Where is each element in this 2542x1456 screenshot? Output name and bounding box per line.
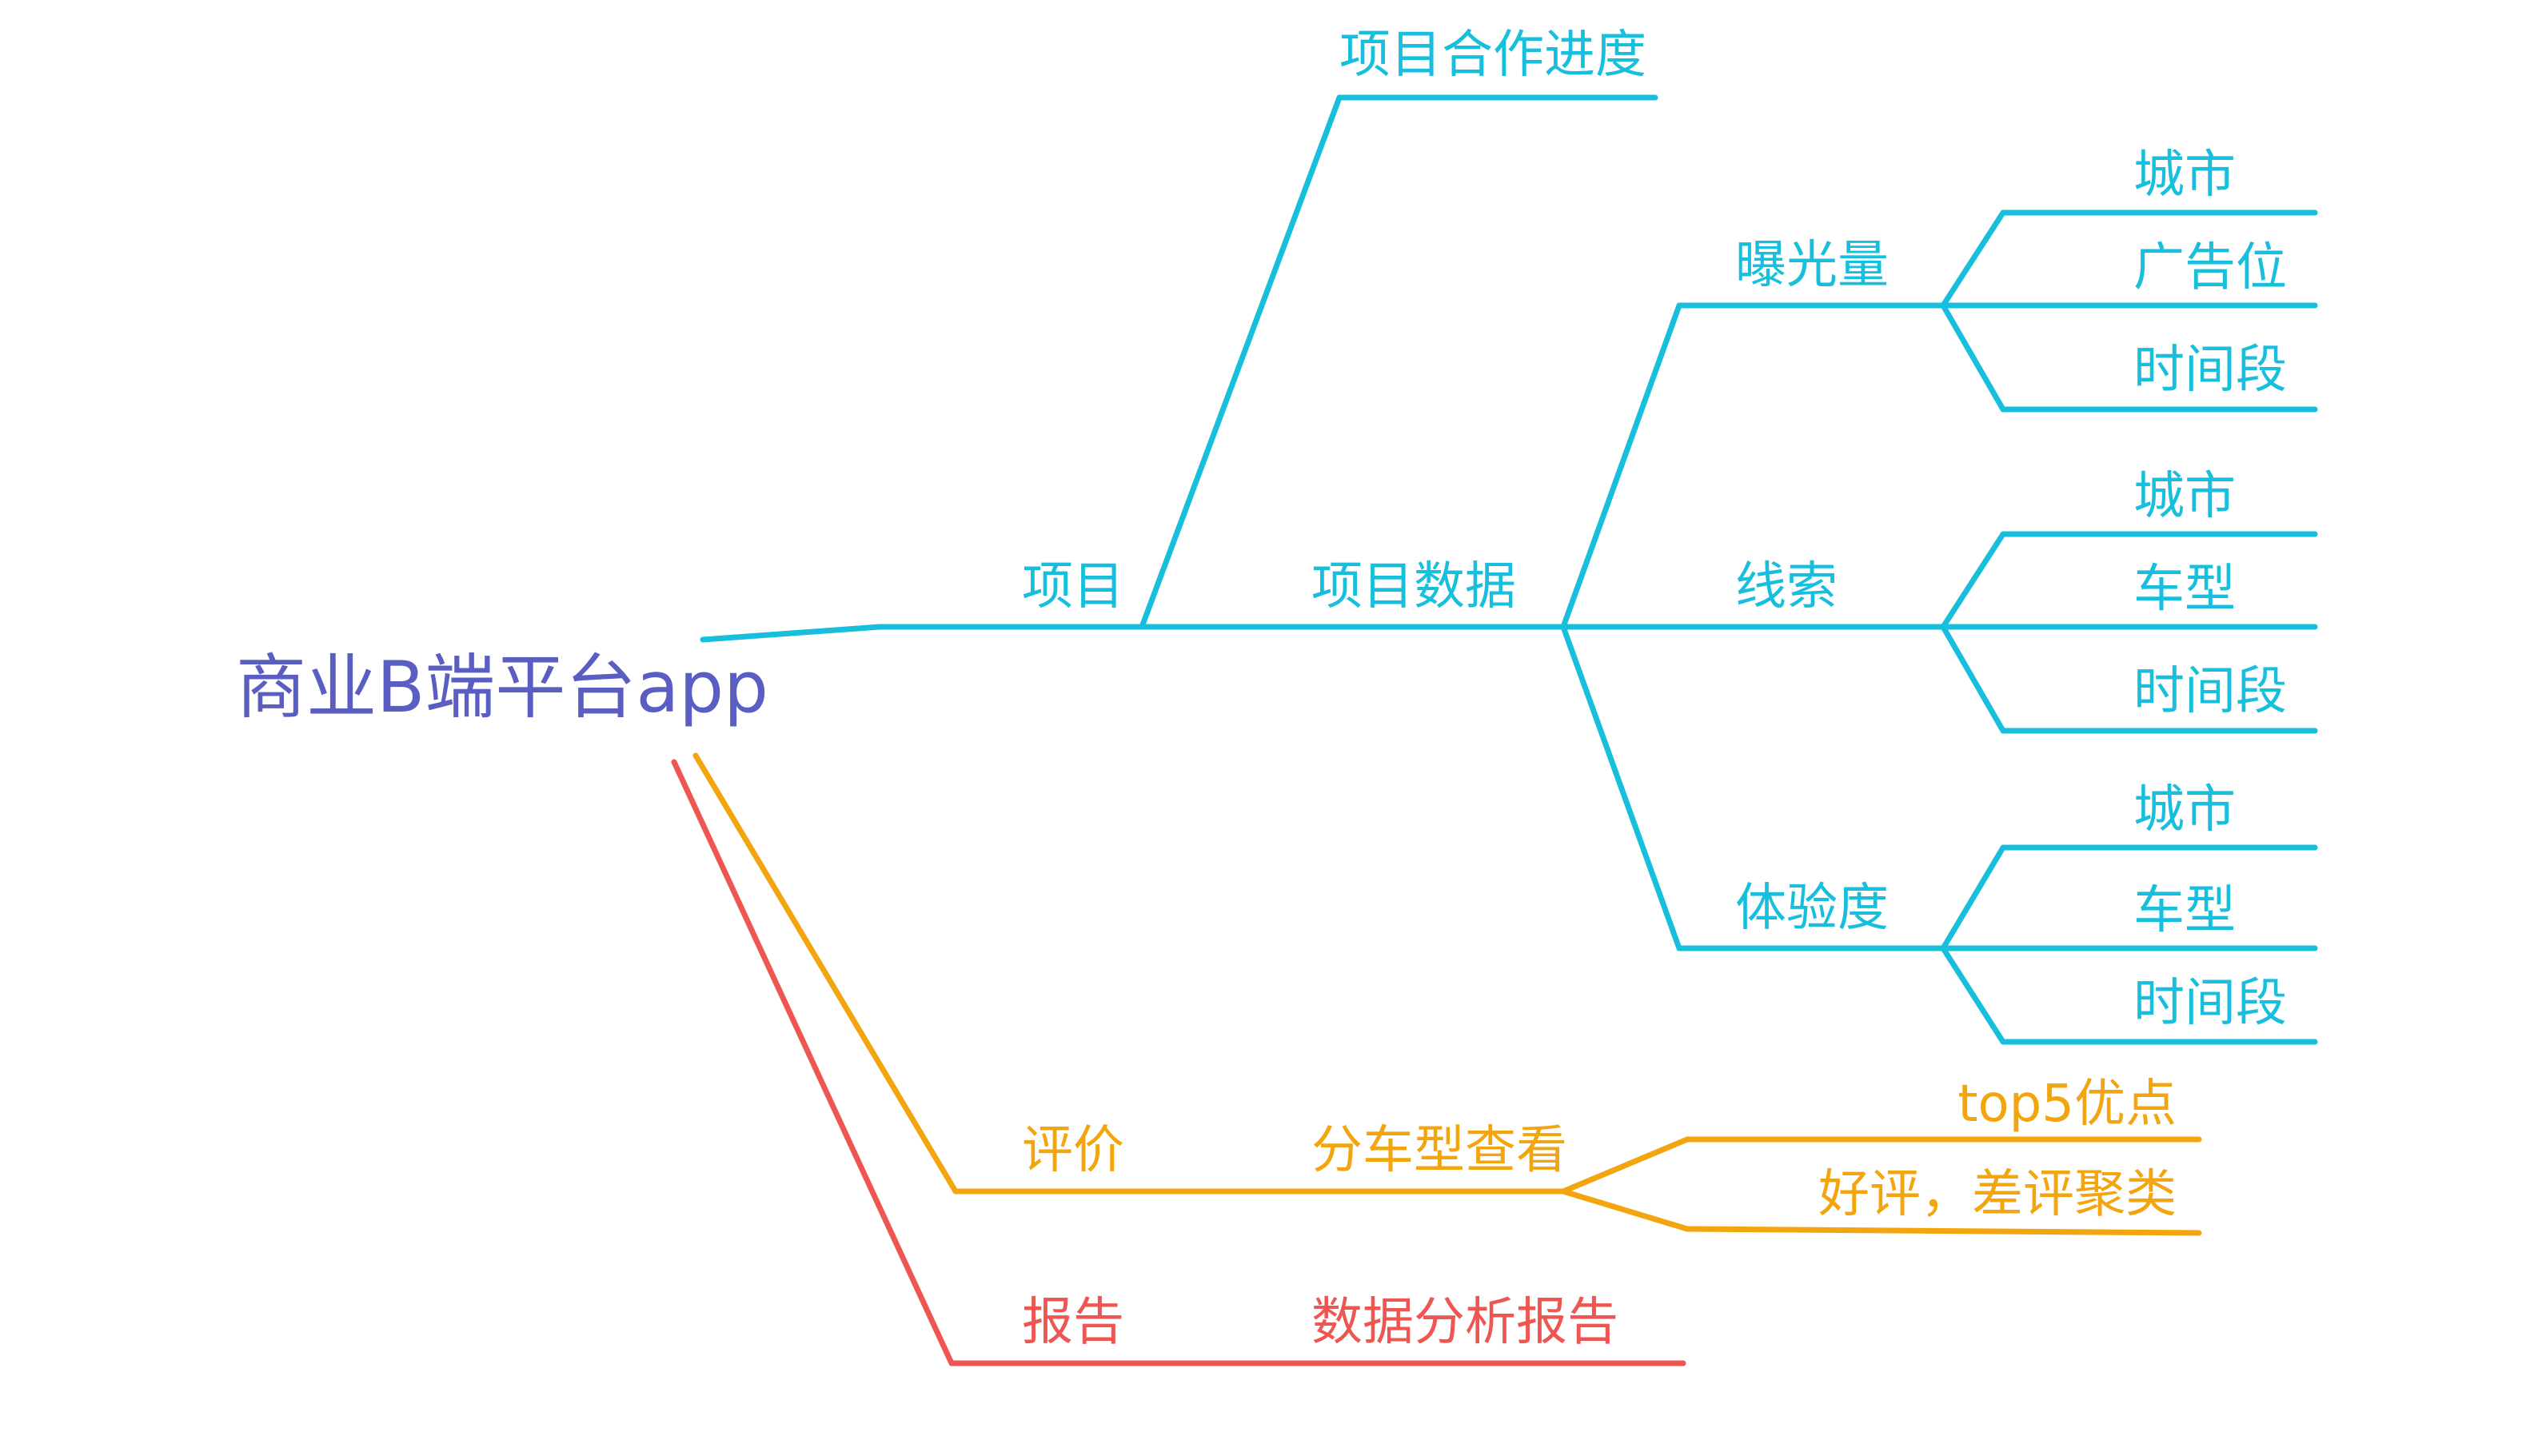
node-review[interactable]: 评价 xyxy=(1022,1121,1124,1180)
node-report[interactable]: 报告 xyxy=(1022,1293,1124,1352)
node-review-top5[interactable]: top5优点 xyxy=(1957,1075,2177,1134)
project-branch: 项目 项目合作进度 项目数据 曝光量 线索 体验度 城市 广告位 时间段 城市 … xyxy=(700,26,2318,1045)
node-experience-city[interactable]: 城市 xyxy=(2133,780,2236,840)
report-branch: 报告 数据分析报告 xyxy=(671,759,1686,1366)
edge-data-experience xyxy=(1560,624,1946,951)
edge-leads-city xyxy=(1940,531,2318,630)
edge-exposure-city xyxy=(1940,209,2318,309)
node-project[interactable]: 项目 xyxy=(1022,557,1124,616)
node-experience[interactable]: 体验度 xyxy=(1735,879,1889,938)
node-experience-timeslot[interactable]: 时间段 xyxy=(2133,974,2287,1033)
edge-leads-timeslot xyxy=(1940,624,2318,734)
review-branch: 评价 分车型查看 top5优点 好评，差评聚类 xyxy=(692,752,2202,1236)
edge-exposure-timeslot xyxy=(1940,302,2318,413)
node-project-data[interactable]: 项目数据 xyxy=(1311,557,1516,616)
node-report-analysis[interactable]: 数据分析报告 xyxy=(1311,1293,1618,1352)
edge-root-report xyxy=(671,759,1686,1366)
node-leads-timeslot[interactable]: 时间段 xyxy=(2133,662,2287,721)
edge-experience-timeslot xyxy=(1940,945,2318,1045)
node-experience-model[interactable]: 车型 xyxy=(2133,881,2236,940)
node-root[interactable]: 商业B端平台app xyxy=(236,646,768,728)
node-exposure-adslot[interactable]: 广告位 xyxy=(2133,238,2287,297)
edge-data-exposure xyxy=(1560,302,1946,630)
edge-experience-city xyxy=(1940,844,2318,951)
node-leads[interactable]: 线索 xyxy=(1735,557,1838,616)
edge-view-top5 xyxy=(1560,1136,2202,1195)
node-leads-city[interactable]: 城市 xyxy=(2133,467,2236,526)
node-review-cluster[interactable]: 好评，差评聚类 xyxy=(1818,1165,2177,1224)
edge-root-project xyxy=(700,624,1145,643)
node-exposure-city[interactable]: 城市 xyxy=(2133,146,2236,205)
node-exposure-timeslot[interactable]: 时间段 xyxy=(2133,341,2287,400)
edge-view-cluster xyxy=(1560,1188,2202,1236)
edge-project-progress xyxy=(1139,94,1658,630)
node-leads-model[interactable]: 车型 xyxy=(2133,560,2236,619)
node-exposure[interactable]: 曝光量 xyxy=(1735,236,1889,295)
node-project-progress[interactable]: 项目合作进度 xyxy=(1339,26,1646,85)
node-review-view[interactable]: 分车型查看 xyxy=(1311,1121,1567,1180)
edge-root-review xyxy=(692,752,1566,1195)
